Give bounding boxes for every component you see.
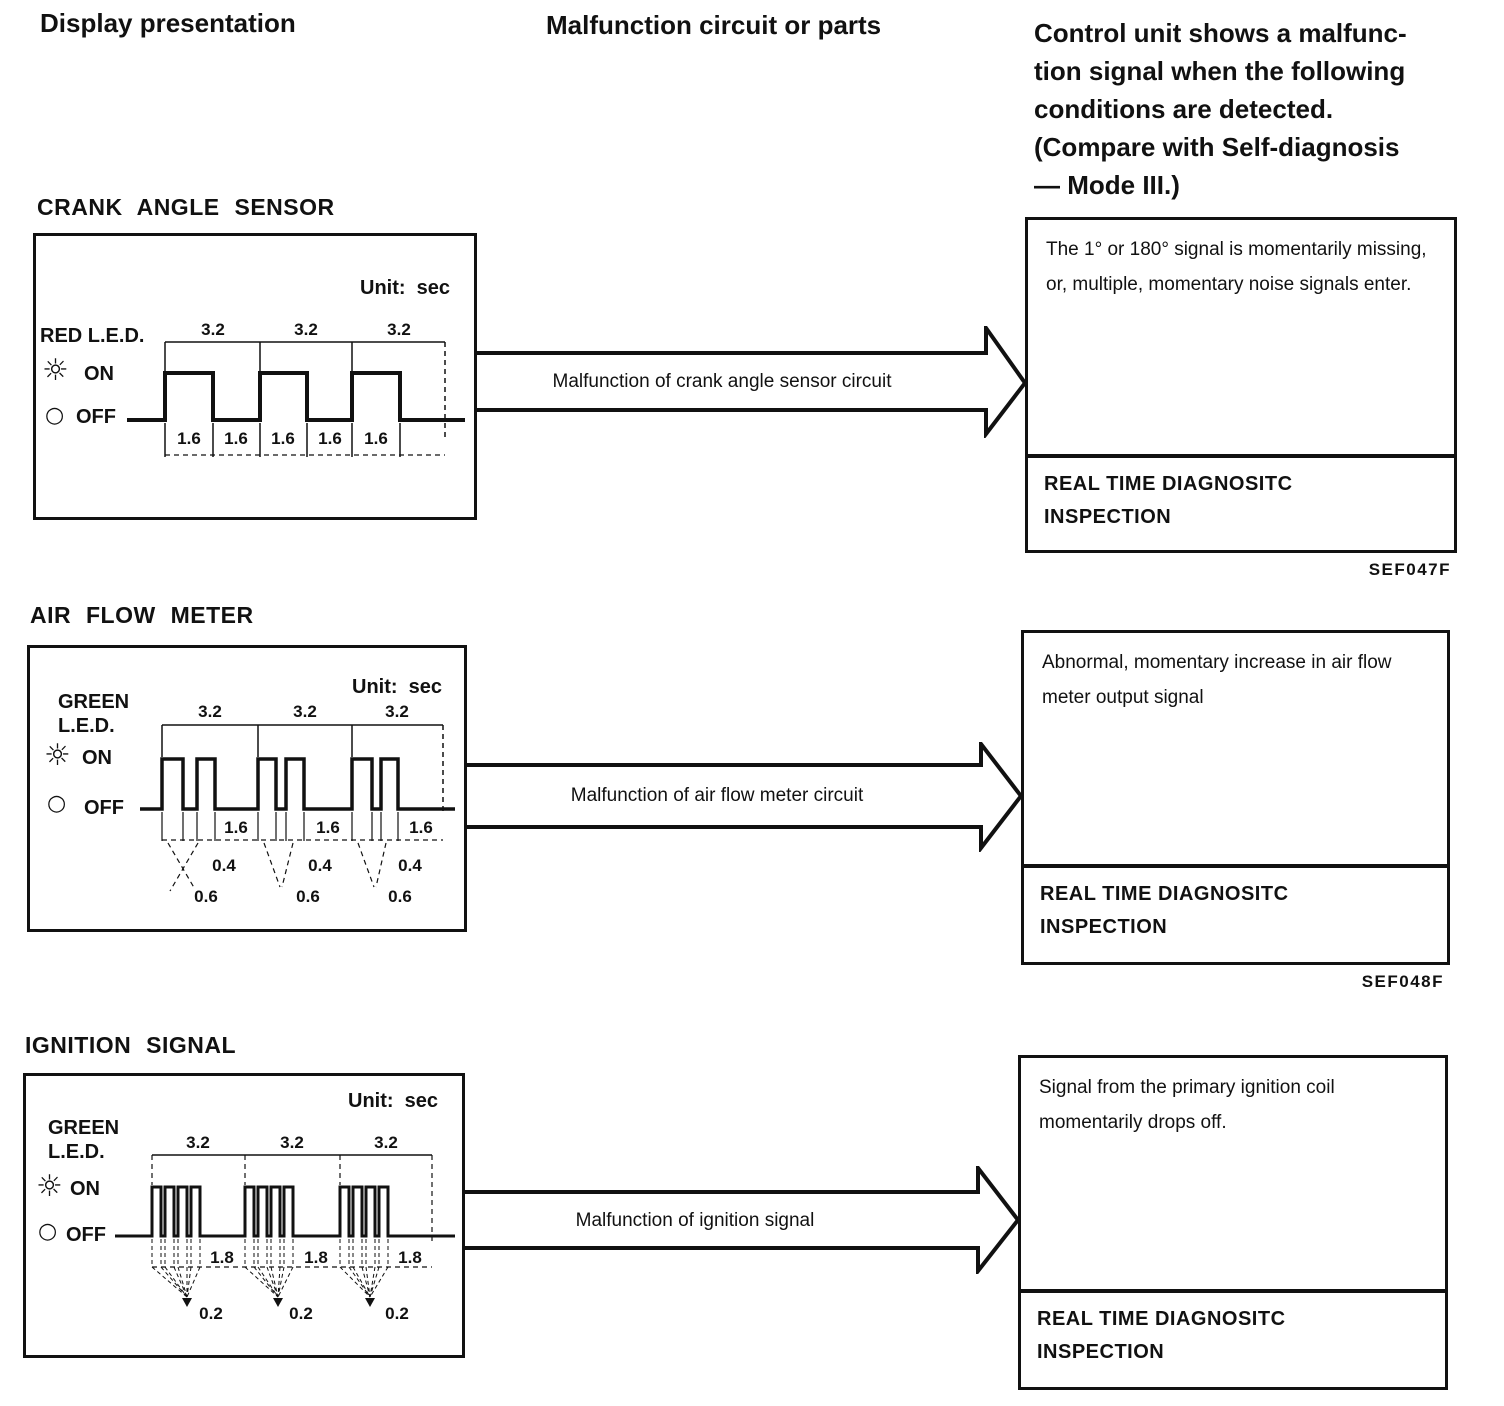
- condition-text: The 1° or 180° signal is momentarily mis…: [1046, 239, 1427, 295]
- svg-text:0.2: 0.2: [385, 1304, 409, 1323]
- column-header-display-presentation: Display presentation: [40, 8, 296, 38]
- unit-label: Unit: sec: [348, 1090, 439, 1112]
- condition-section: Abnormal, momentary increase in air flow…: [1024, 633, 1447, 868]
- condition-panel-crank: The 1° or 180° signal is momentarily mis…: [1025, 217, 1457, 553]
- svg-text:1.8: 1.8: [210, 1248, 234, 1267]
- unit-label: Unit: sec: [360, 277, 451, 299]
- led-off-icon: ○: [38, 1219, 58, 1244]
- display-box-crank: [33, 233, 477, 520]
- svg-text:3.2: 3.2: [280, 1133, 304, 1152]
- svg-text:3.2: 3.2: [201, 320, 225, 339]
- arrow-label: Malfunction of ignition signal: [575, 1210, 815, 1231]
- off-label: OFF: [76, 406, 116, 428]
- led-color-label: RED L.E.D.: [40, 325, 145, 347]
- on-label: ON: [70, 1178, 100, 1200]
- svg-text:3.2: 3.2: [198, 702, 222, 721]
- inspection-section: REAL TIME DIAGNOSITC INSPECTION: [1021, 1293, 1445, 1383]
- off-label: OFF: [84, 797, 124, 819]
- svg-text:1.6: 1.6: [177, 429, 201, 448]
- svg-text:1.6: 1.6: [224, 818, 248, 837]
- header-line: — Mode III.): [1034, 170, 1180, 200]
- svg-text:1.6: 1.6: [318, 429, 342, 448]
- led-on-icon: ☼: [42, 353, 69, 388]
- unit-label: Unit: sec: [352, 676, 443, 698]
- ignition-waveform: 3.2 3.2 3.2 1.8 1.8 1.8 0.2 0.2 0.2: [23, 1073, 465, 1358]
- condition-text: Signal from the primary ignition coil mo…: [1039, 1077, 1335, 1133]
- section-title-air-flow-meter: AIR FLOW METER: [30, 602, 254, 628]
- inspection-section: REAL TIME DIAGNOSITC INSPECTION: [1024, 868, 1447, 958]
- led-color-label2: L.E.D.: [48, 1141, 105, 1163]
- column-header-control-unit: Control unit shows a malfunc- tion signa…: [1034, 14, 1407, 204]
- figure-ref-code: SEF048F: [1361, 972, 1444, 991]
- led-off-icon: ○: [47, 791, 67, 816]
- svg-text:0.4: 0.4: [398, 856, 422, 875]
- condition-panel-airflow: Abnormal, momentary increase in air flow…: [1021, 630, 1450, 965]
- svg-text:1.6: 1.6: [224, 429, 248, 448]
- svg-text:0.4: 0.4: [308, 856, 332, 875]
- header-line: (Compare with Self-diagnosis: [1034, 132, 1400, 162]
- svg-text:1.6: 1.6: [316, 818, 340, 837]
- svg-text:1.6: 1.6: [409, 818, 433, 837]
- arrow-label: Malfunction of crank angle sensor circui…: [552, 371, 892, 392]
- inspection-label: REAL TIME DIAGNOSITC INSPECTION: [1044, 473, 1293, 528]
- figure-ref-code: SEF047F: [1368, 560, 1451, 579]
- off-label: OFF: [66, 1224, 106, 1246]
- condition-panel-ignition: Signal from the primary ignition coil mo…: [1018, 1055, 1448, 1390]
- svg-text:1.6: 1.6: [364, 429, 388, 448]
- condition-section: The 1° or 180° signal is momentarily mis…: [1028, 220, 1454, 458]
- inspection-label: REAL TIME DIAGNOSITC INSPECTION: [1040, 883, 1289, 938]
- svg-text:3.2: 3.2: [186, 1133, 210, 1152]
- led-color-label: GREEN: [58, 691, 130, 713]
- svg-text:0.6: 0.6: [194, 887, 218, 906]
- led-off-icon: ○: [45, 403, 65, 428]
- svg-text:3.2: 3.2: [293, 702, 317, 721]
- led-color-label: GREEN: [48, 1117, 120, 1139]
- svg-text:3.2: 3.2: [374, 1133, 398, 1152]
- on-label: ON: [82, 747, 112, 769]
- display-box-airflow: [27, 645, 467, 932]
- led-on-icon: ☼: [44, 738, 71, 773]
- condition-section: Signal from the primary ignition coil mo…: [1021, 1058, 1445, 1293]
- svg-text:1.6: 1.6: [271, 429, 295, 448]
- header-line: conditions are detected.: [1034, 94, 1334, 124]
- svg-text:3.2: 3.2: [294, 320, 318, 339]
- svg-text:1.8: 1.8: [304, 1248, 328, 1267]
- header-line: Control unit shows a malfunc-: [1034, 18, 1407, 48]
- led-on-icon: ☼: [36, 1169, 63, 1204]
- arrow-label: Malfunction of air flow meter circuit: [570, 785, 864, 806]
- section-title-crank-angle-sensor: CRANK ANGLE SENSOR: [37, 194, 335, 220]
- svg-text:0.2: 0.2: [289, 1304, 313, 1323]
- on-label: ON: [84, 363, 114, 385]
- svg-text:0.6: 0.6: [388, 887, 412, 906]
- svg-text:3.2: 3.2: [385, 702, 409, 721]
- section-title-ignition-signal: IGNITION SIGNAL: [25, 1032, 236, 1058]
- condition-text: Abnormal, momentary increase in air flow…: [1042, 652, 1392, 708]
- inspection-label: REAL TIME DIAGNOSITC INSPECTION: [1037, 1308, 1286, 1363]
- column-header-malfunction-circuit: Malfunction circuit or parts: [546, 10, 882, 40]
- svg-text:1.8: 1.8: [398, 1248, 422, 1267]
- svg-text:0.2: 0.2: [199, 1304, 223, 1323]
- svg-text:0.4: 0.4: [212, 856, 236, 875]
- air-flow-waveform: 3.2 3.2 3.2 1.6 1.6 1.6 0.4 0.4 0.4 0.6 0.6 0.6: [27, 645, 467, 932]
- inspection-section: REAL TIME DIAGNOSITC INSPECTION: [1028, 458, 1454, 546]
- led-color-label2: L.E.D.: [58, 715, 115, 737]
- svg-text:0.6: 0.6: [296, 887, 320, 906]
- svg-text:3.2: 3.2: [387, 320, 411, 339]
- header-line: tion signal when the following: [1034, 56, 1406, 86]
- crank-angle-waveform: 3.2 3.2 3.2 1.6 1.6 1.6 1.6 1.6: [33, 233, 477, 520]
